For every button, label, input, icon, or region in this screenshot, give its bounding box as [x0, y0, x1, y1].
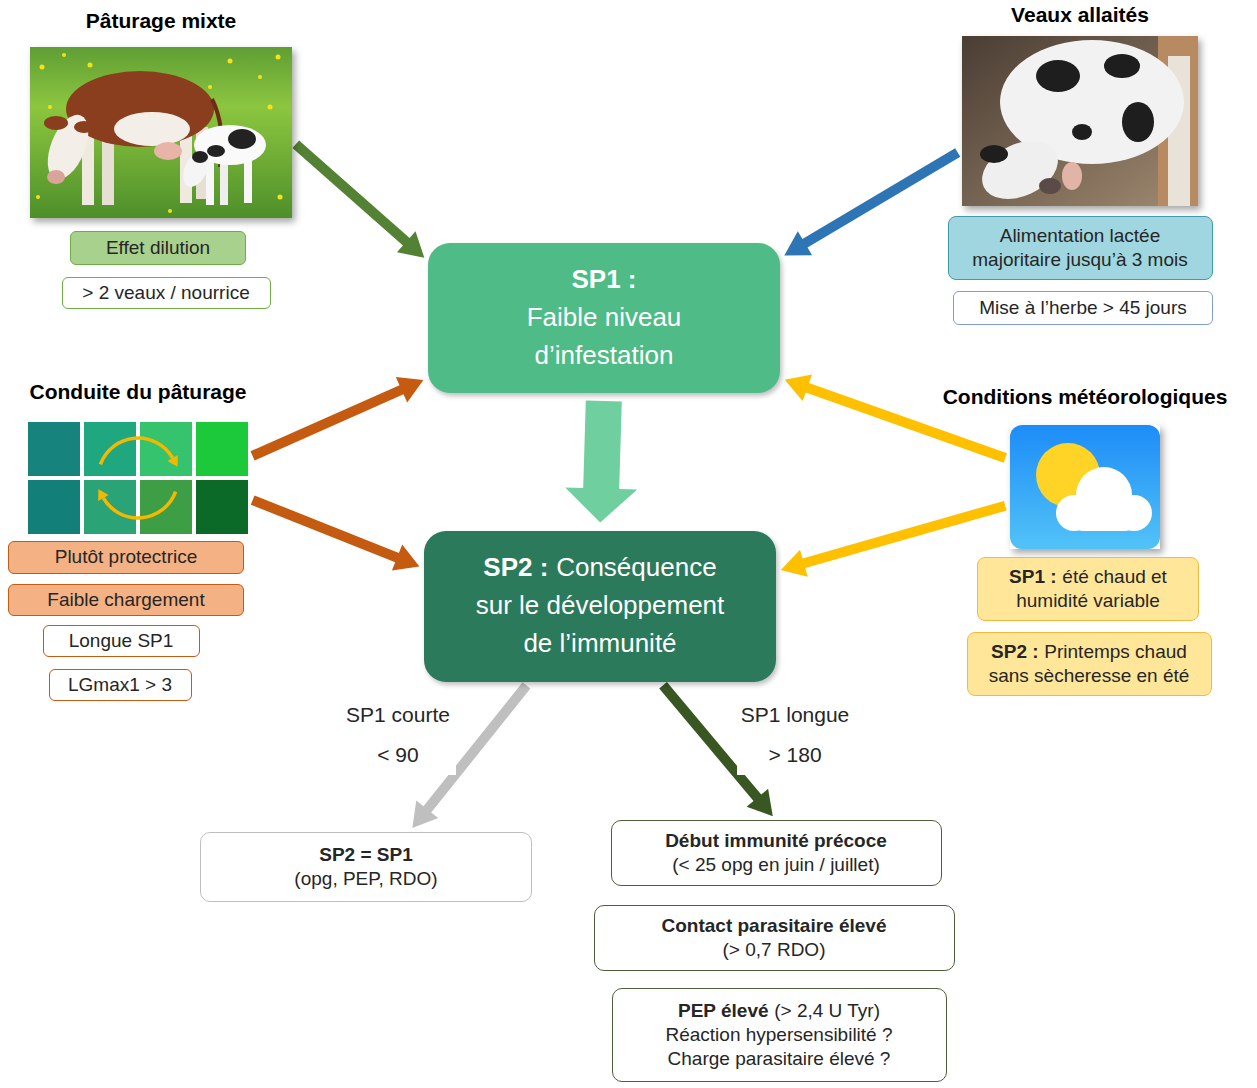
text-line: Début immunité précoce: [665, 829, 887, 853]
photo-panel: Veaux allaités: [962, 36, 1198, 206]
box-text: Effet dilution: [106, 237, 210, 258]
box-heading: Contact parasitaire élevé: [662, 915, 887, 936]
factor-box: SP1 :été chaud et humidité variable: [977, 557, 1199, 621]
box-text: (opg, PEP, RDO): [294, 868, 437, 889]
arrow-connector: [565, 401, 637, 523]
box-heading: PEP élevé: [678, 1000, 769, 1021]
arrow-connector: [784, 148, 960, 255]
edge-label: SP1 courte < 90: [340, 695, 456, 775]
box-text: Charge parasitaire élevé ?: [668, 1048, 891, 1069]
cow-photo: [30, 47, 292, 218]
factor-box: > 2 veaux / nourrice: [62, 277, 271, 309]
box-text: (> 2,4 U Tyr): [774, 1000, 880, 1021]
arrow-connector: [251, 495, 420, 570]
text-line: (< 25 opg en juin / juillet): [672, 853, 880, 877]
arrow-connector: [251, 377, 424, 460]
text-line: (> 0,7 RDO): [723, 938, 826, 962]
text-line: Faible chargement: [47, 588, 204, 612]
box-heading: SP2 = SP1: [319, 844, 412, 865]
text-line: Faible niveau d’infestation: [470, 299, 738, 374]
panel-heading: Conduite du pâturage: [30, 380, 247, 404]
panel-heading: Pâturage mixte: [86, 9, 237, 33]
text-line: Mise à l’herbe > 45 jours: [979, 296, 1187, 320]
box-heading: SP1 :: [1009, 566, 1057, 587]
box-text: > 2 veaux / nourrice: [82, 282, 249, 303]
outcome-box: Contact parasitaire élevé (> 0,7 RDO): [594, 905, 955, 971]
outcome-box: SP2 = SP1 (opg, PEP, RDO): [200, 832, 532, 902]
box-heading: SP2 :: [991, 641, 1039, 662]
text-line: LGmax1 > 3: [68, 673, 172, 697]
text-line: (opg, PEP, RDO): [294, 867, 437, 891]
paddock-grid-icon: [28, 422, 248, 534]
factor-box: LGmax1 > 3: [49, 669, 192, 701]
weather-icon: [1010, 425, 1160, 549]
text-line: SP2 = SP1: [319, 843, 412, 867]
text-line: PEP élevé(> 2,4 U Tyr): [678, 999, 880, 1023]
factor-box: SP2 :Printemps chaud sans sècheresse en …: [967, 632, 1212, 696]
box-text: LGmax1 > 3: [68, 674, 172, 695]
outcome-box: PEP élevé(> 2,4 U Tyr)Réaction hypersens…: [612, 988, 947, 1082]
text-line: SP1 :: [571, 261, 636, 299]
text-line: Plutôt protectrice: [55, 545, 198, 569]
box-text: Mise à l’herbe > 45 jours: [979, 297, 1187, 318]
box-text: (> 0,7 RDO): [723, 939, 826, 960]
text-line: SP2 :Conséquence sur le développement de…: [466, 549, 734, 662]
box-text: Longue SP1: [69, 630, 174, 651]
box-heading: SP1 :: [571, 264, 636, 294]
text-line: > 2 veaux / nourrice: [82, 281, 249, 305]
text-line: Charge parasitaire élevé ?: [668, 1047, 891, 1071]
box-text: Alimentation lactée majoritaire jusqu’à …: [972, 225, 1187, 270]
factor-box: Faible chargement: [8, 584, 244, 616]
text-line: Contact parasitaire élevé: [662, 914, 887, 938]
text-line: Alimentation lactée majoritaire jusqu’à …: [961, 224, 1200, 272]
factor-box: Plutôt protectrice: [8, 541, 244, 574]
factor-box: Longue SP1: [43, 625, 200, 657]
box-text: (< 25 opg en juin / juillet): [672, 854, 880, 875]
box-text: Faible niveau d’infestation: [527, 302, 682, 370]
state-box: SP2 :Conséquence sur le développement de…: [424, 531, 776, 682]
factor-box: Mise à l’herbe > 45 jours: [953, 291, 1213, 325]
box-heading: Début immunité précoce: [665, 830, 887, 851]
factor-box: Alimentation lactée majoritaire jusqu’à …: [948, 216, 1213, 280]
box-text: Plutôt protectrice: [55, 546, 198, 567]
text-line: Longue SP1: [69, 629, 174, 653]
box-heading: SP2 :: [483, 552, 548, 582]
edge-label: SP1 longue > 180: [737, 695, 853, 775]
arrow-connector: [292, 141, 424, 258]
text-line: Effet dilution: [106, 236, 210, 260]
icon-panel: Conditions météorologiques: [1010, 425, 1160, 549]
arrow-connector: [781, 501, 1007, 577]
factor-box: Effet dilution: [70, 231, 246, 265]
outcome-box: Début immunité précoce (< 25 opg en juin …: [611, 820, 942, 886]
panel-heading: Veaux allaités: [1011, 3, 1149, 27]
text-line: Réaction hypersensibilité ?: [665, 1023, 892, 1047]
calf-photo: [962, 36, 1198, 210]
panel-heading: Conditions météorologiques: [943, 385, 1228, 409]
state-box: SP1 : Faible niveau d’infestation: [428, 243, 780, 393]
box-text: Faible chargement: [47, 589, 204, 610]
text-line: SP1 :été chaud et humidité variable: [990, 565, 1186, 613]
box-text: Réaction hypersensibilité ?: [665, 1024, 892, 1045]
text-line: SP2 :Printemps chaud sans sècheresse en …: [980, 640, 1199, 688]
icon-panel: Conduite du pâturage: [28, 422, 248, 534]
photo-panel: Pâturage mixte: [30, 47, 292, 218]
